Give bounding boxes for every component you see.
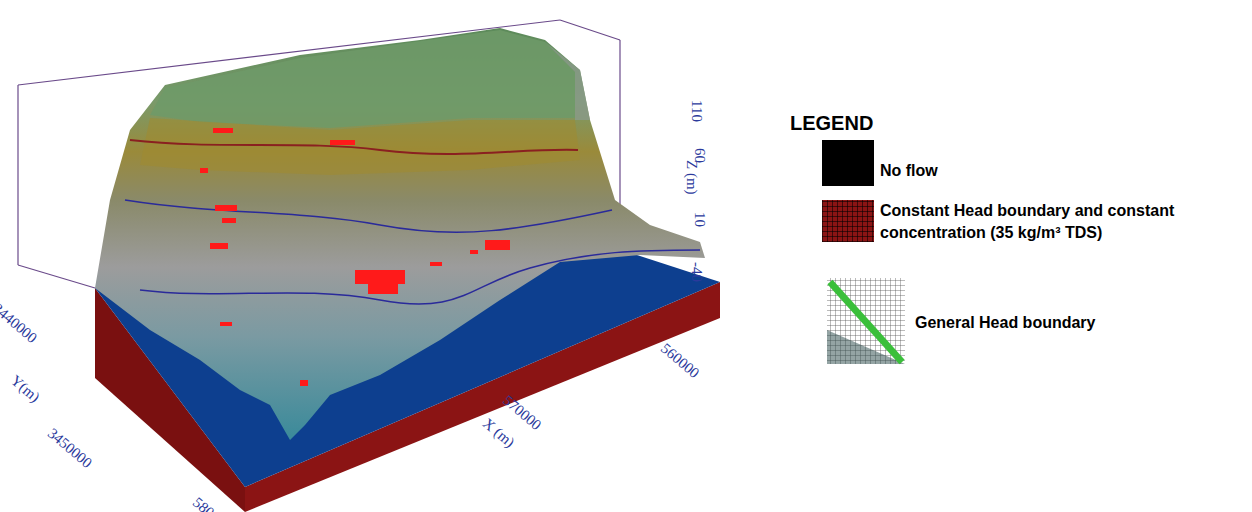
legend-swatch: [822, 200, 874, 242]
legend-text: No flow: [880, 160, 1240, 182]
axis-label: 560000: [657, 340, 702, 382]
axis-label: 3450000: [44, 425, 95, 472]
axis-label: Y(m): [7, 372, 43, 406]
axis-label: 60: [691, 148, 708, 163]
axis-label: 580000: [189, 494, 234, 512]
axis-label: Z (m): [683, 160, 700, 195]
axis-label: -40: [688, 262, 705, 282]
legend-text: Constant Head boundary and constant conc…: [880, 200, 1240, 245]
legend-sample: [827, 278, 905, 364]
axis-label: 110: [688, 100, 705, 122]
axis-label: 3440000: [0, 300, 40, 347]
legend-heading: LEGEND: [790, 112, 873, 135]
axis-label: X (m): [479, 415, 518, 451]
axis-label: 10: [691, 212, 708, 227]
legend-text: General Head boundary: [915, 312, 1235, 334]
legend-swatch: [822, 140, 874, 186]
